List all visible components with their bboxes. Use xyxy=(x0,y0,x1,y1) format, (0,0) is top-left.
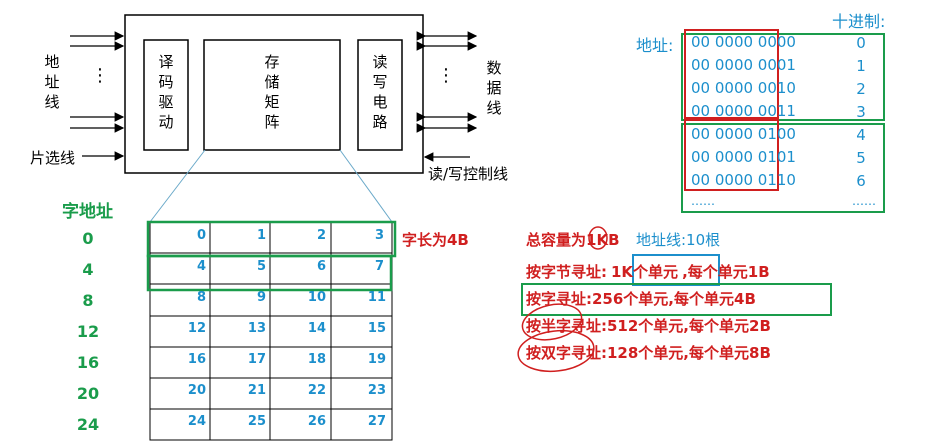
halfword-circle xyxy=(521,303,583,341)
grid-cell: 19 xyxy=(367,352,386,367)
grid-cell: 6 xyxy=(316,259,326,274)
grid-cell: 2 xyxy=(316,228,326,243)
data-line-arrows xyxy=(416,31,478,133)
matrix-box xyxy=(203,39,341,151)
word-length-note: 字长为4B xyxy=(402,231,469,249)
byte-units: 1K个单元 xyxy=(611,263,679,281)
word-1-highlight xyxy=(146,254,393,292)
grid-cell: 14 xyxy=(307,321,326,336)
grid-cell: 5 xyxy=(256,259,266,274)
capacity-prefix: 总容量为 xyxy=(526,231,587,249)
grid-cell: 1 xyxy=(256,228,266,243)
word-address: 16 xyxy=(76,353,100,372)
binary-address: 00 0000 0100 xyxy=(691,125,796,143)
halfword-addressing-note: 按半字寻址:512个单元,每个单元2B xyxy=(526,317,771,335)
grid-cell: 8 xyxy=(196,290,206,305)
decoder-box xyxy=(143,39,189,151)
grid-cell: 24 xyxy=(187,414,206,429)
capacity-scribble xyxy=(588,226,608,250)
grid-cell: 16 xyxy=(187,352,206,367)
grid-cell: 0 xyxy=(196,228,206,243)
address-more-left: …… xyxy=(691,194,715,208)
word-addressing-note: 按字寻址:256个单元,每个单元4B xyxy=(526,290,756,308)
decimal-address: 5 xyxy=(856,149,866,167)
decimal-address: 0 xyxy=(856,34,866,52)
addr-high-bits-box xyxy=(684,29,779,119)
matrix-label: 存储矩阵 xyxy=(264,53,280,131)
doubleword-addressing-note: 按双字寻址:128个单元,每个单元8B xyxy=(526,344,771,362)
byte-suffix: ,每个单元1B xyxy=(682,263,770,281)
grid-cell: 9 xyxy=(256,290,266,305)
grid-cell: 10 xyxy=(307,290,326,305)
grid-cell: 11 xyxy=(367,290,386,305)
capacity-value: 1KB xyxy=(586,231,620,249)
address-ellipsis: ⋮ xyxy=(91,65,109,86)
binary-address: 00 0000 0000 xyxy=(691,33,796,51)
word-addressing-highlight xyxy=(521,283,832,316)
address-line-label: 地址线 xyxy=(44,53,60,111)
rw-control-label: 读/写控制线 xyxy=(428,165,509,183)
grid-cell: 12 xyxy=(187,321,206,336)
grid-cell: 4 xyxy=(196,259,206,274)
binary-address: 00 0000 0101 xyxy=(691,148,796,166)
decimal-address: 4 xyxy=(856,126,866,144)
addr-group-2-box xyxy=(681,123,885,213)
address-more-right: …… xyxy=(852,194,876,208)
grid-cell: 17 xyxy=(247,352,266,367)
grid-cell: 15 xyxy=(367,321,386,336)
decimal-address: 3 xyxy=(856,103,866,121)
grid-cell: 21 xyxy=(247,383,266,398)
grid-cell: 22 xyxy=(307,383,326,398)
word-address: 0 xyxy=(82,229,94,248)
projection-line-left xyxy=(149,149,206,223)
grid-cell: 3 xyxy=(374,228,384,243)
decoder-label: 译码驱动 xyxy=(158,53,174,131)
grid-cell: 13 xyxy=(247,321,266,336)
addr-group-1-box xyxy=(681,33,885,121)
capacity-line: 总容量为1KB xyxy=(526,229,620,250)
byte-addressing-note: 按字节寻址:1K个单元,每个单元1B xyxy=(526,261,770,282)
word-address: 20 xyxy=(76,384,100,403)
grid-cell: 25 xyxy=(247,414,266,429)
decimal-address: 6 xyxy=(856,172,866,190)
word-address: 8 xyxy=(82,291,94,310)
rw-circuit-box xyxy=(357,39,403,151)
projection-line-right xyxy=(339,149,393,223)
doubleword-circle xyxy=(517,329,595,373)
binary-address: 00 0000 0001 xyxy=(691,56,796,74)
grid-cell: 23 xyxy=(367,383,386,398)
addr-high-bits-box-2 xyxy=(684,119,779,191)
word-address-header: 字地址 xyxy=(62,202,113,222)
word-address: 24 xyxy=(76,415,100,434)
chip-select-label: 片选线 xyxy=(30,149,76,167)
data-line-label: 数据线 xyxy=(486,59,502,117)
address-label: 地址: xyxy=(636,36,674,55)
binary-address: 00 0000 0011 xyxy=(691,102,796,120)
word-address: 12 xyxy=(76,322,100,341)
address-lines-note: 地址线:10根 xyxy=(636,231,721,249)
binary-address: 00 0000 0010 xyxy=(691,79,796,97)
byte-prefix: 按字节寻址: xyxy=(526,263,607,281)
rw-circuit-label: 读写电路 xyxy=(372,53,388,131)
grid-cell: 20 xyxy=(187,383,206,398)
grid-cell: 18 xyxy=(307,352,326,367)
binary-address: 00 0000 0110 xyxy=(691,171,796,189)
grid-cell: 7 xyxy=(374,259,384,274)
decimal-header: 十进制: xyxy=(832,12,886,31)
word-address: 4 xyxy=(82,260,94,279)
decimal-address: 1 xyxy=(856,57,866,75)
decimal-address: 2 xyxy=(856,80,866,98)
grid-cell: 26 xyxy=(307,414,326,429)
data-ellipsis: ⋮ xyxy=(437,65,455,86)
address-line-arrows xyxy=(70,31,125,133)
grid-cell: 27 xyxy=(367,414,386,429)
chip-outline xyxy=(124,14,424,174)
